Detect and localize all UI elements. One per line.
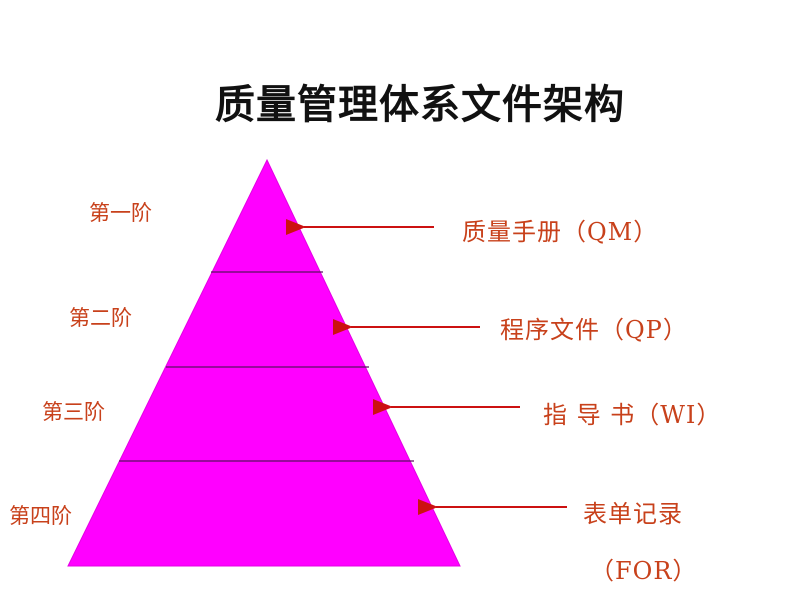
level-label-4: 第四阶 — [9, 504, 72, 528]
doc-label-quality-manual: 质量手册（QM） — [462, 218, 659, 246]
doc-label-work-instructions: 指 导 书（WI） — [543, 401, 722, 429]
doc-label-procedures: 程序文件（QP） — [500, 316, 688, 344]
diagram-title: 质量管理体系文件架构 — [215, 82, 625, 128]
doc-label-forms-records-abbr: （FOR） — [590, 557, 698, 585]
pyramid-shape — [67, 158, 461, 567]
level-label-1: 第一阶 — [89, 201, 152, 225]
level-label-2: 第二阶 — [69, 306, 132, 330]
level-label-3: 第三阶 — [42, 400, 105, 424]
doc-label-forms-records: 表单记录 — [583, 500, 683, 528]
